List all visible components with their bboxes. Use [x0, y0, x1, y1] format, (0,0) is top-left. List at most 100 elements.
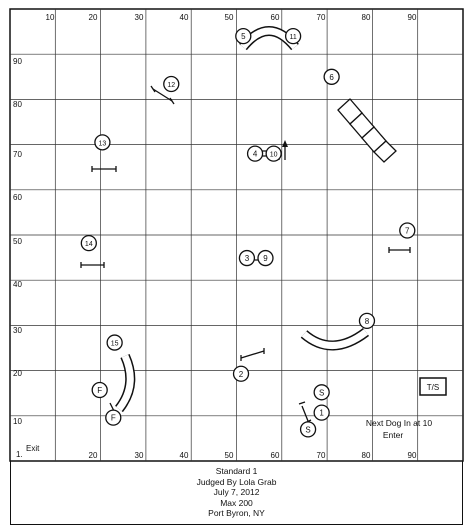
- finish-marker-circle: [91, 381, 108, 399]
- ramp-obstacle: [337, 98, 397, 163]
- obstacle-marker-5: 5: [235, 27, 252, 45]
- start-marker-S: S: [299, 421, 317, 438]
- obstacle-marker-4: 4: [246, 145, 264, 162]
- obstacle-marker-circle: [238, 249, 256, 267]
- top-axis-label: 70: [317, 13, 326, 22]
- obstacle-marker-circle: [313, 404, 330, 421]
- obstacle-marker-1: 1: [313, 404, 330, 421]
- obstacle-marker-number: 10: [270, 152, 278, 159]
- obstacle-marker-8: 8: [358, 312, 376, 330]
- start-marker-number: S: [305, 425, 310, 434]
- event-date: July 7, 2012: [213, 487, 260, 498]
- top-axis-label: 80: [362, 13, 371, 22]
- obstacle-marker-10: 10: [265, 145, 282, 162]
- start-marker-number: S: [319, 388, 324, 397]
- top-axis-label: 10: [46, 13, 55, 22]
- obstacle-marker-circle: [399, 222, 416, 239]
- bottom-axis-label: 40: [180, 451, 189, 460]
- obstacle-marker-circle: [358, 312, 376, 330]
- finish-marker-F: F: [105, 409, 122, 426]
- bottom-axis-label: 60: [271, 451, 280, 460]
- obstacle-marker-number: 2: [239, 370, 244, 379]
- top-axis-label: 50: [225, 13, 234, 22]
- top-axis-label: 40: [180, 13, 189, 22]
- obstacle-marker-circle: [232, 365, 250, 382]
- left-axis-label: 90: [13, 57, 22, 66]
- finish-marker-circle: [105, 409, 122, 426]
- obstacle-marker-circle: [323, 68, 340, 85]
- top-axis-label: 30: [135, 13, 144, 22]
- obstacle-marker-circle: [80, 234, 97, 252]
- obstacle-marker-2: 2: [232, 365, 250, 382]
- obstacle-marker-number: 1: [319, 409, 324, 418]
- top-axis: 10 20 30 40 50 60 70 80 90: [46, 13, 417, 22]
- bottom-axis: 20 30 40 50 60 70 80 90: [89, 451, 417, 460]
- bottom-axis-label: 90: [408, 451, 417, 460]
- start-marker-circle: [299, 421, 317, 438]
- obstacle-marker-circle: [265, 145, 282, 162]
- obstacle-marker-9: 9: [257, 249, 274, 267]
- start-marker-S: S: [313, 384, 330, 401]
- obstacle-marker-15: 15: [106, 334, 123, 351]
- left-axis: 90 80 70 60 50 40 30 20 10: [13, 57, 22, 426]
- grid-lines: [10, 9, 463, 461]
- obstacle-marker-6: 6: [323, 68, 340, 85]
- left-axis-label: 10: [13, 417, 22, 426]
- bottom-axis-label: 80: [362, 451, 371, 460]
- start-marker-circle: [313, 384, 330, 401]
- judge-name: Judged By Lola Grab: [196, 476, 277, 487]
- obstacle-marker-circle: [94, 134, 111, 151]
- exit-label: Exit: [26, 444, 40, 453]
- left-axis-label: 20: [13, 369, 22, 378]
- left-tunnel-fill: [116, 354, 134, 412]
- left-axis-label: 50: [13, 237, 22, 246]
- obstacle-marker-circle: [163, 75, 180, 93]
- obstacle-marker-circle: [106, 334, 123, 351]
- obstacle-marker-number: 9: [263, 254, 268, 263]
- corner-label: 1.: [16, 450, 23, 459]
- obstacle-marker-number: 4: [253, 150, 258, 159]
- obstacle-marker-14: 14: [80, 234, 97, 252]
- obstacle-marker-circle: [257, 249, 274, 267]
- course-class: Standard 1: [215, 466, 258, 477]
- bottom-axis-label: 70: [317, 451, 326, 460]
- arrow-icon: [282, 140, 288, 147]
- obstacle-marker-number: 7: [405, 226, 410, 235]
- start-label: T/S: [427, 383, 439, 392]
- obstacle-marker-number: 14: [85, 241, 93, 248]
- bottom-axis-label: 50: [225, 451, 234, 460]
- event-location: Port Byron, NY: [208, 508, 265, 519]
- top-axis-label: 60: [271, 13, 280, 22]
- obstacle-marker-number: 5: [241, 32, 246, 41]
- enter-note: Enter: [383, 430, 403, 440]
- obstacle-marker-number: 11: [289, 34, 296, 41]
- obstacle-marker-12: 12: [163, 75, 180, 93]
- left-axis-label: 40: [13, 280, 22, 289]
- left-axis-label: 80: [13, 100, 22, 109]
- obstacle-marker-7: 7: [399, 222, 416, 239]
- obstacle-marker-number: 13: [99, 140, 107, 147]
- obstacle-marker-13: 13: [94, 134, 111, 151]
- left-axis-label: 30: [13, 326, 22, 335]
- middle-right-tunnel-fill: [301, 329, 369, 349]
- obstacle-marker-number: 15: [111, 341, 119, 348]
- left-axis-label: 70: [13, 150, 22, 159]
- obstacle-marker-circle: [235, 27, 252, 45]
- max-points: Max 200: [220, 497, 253, 508]
- obstacle-marker-circle: [284, 27, 302, 45]
- finish-marker-number: F: [97, 386, 102, 395]
- next-dog-note: Next Dog In at 10: [366, 418, 432, 428]
- bottom-axis-label: 20: [89, 451, 98, 460]
- start-box: [419, 377, 447, 396]
- bottom-axis-label: 30: [135, 451, 144, 460]
- top-axis-label: 20: [89, 13, 98, 22]
- finish-marker-number: F: [111, 414, 116, 423]
- top-axis-label: 90: [408, 13, 417, 22]
- obstacle-marker-number: 3: [245, 254, 250, 263]
- course-info: Standard 1 Judged By Lola Grab July 7, 2…: [10, 461, 463, 525]
- obstacle-marker-circle: [246, 145, 264, 162]
- obstacle-marker-number: 6: [329, 73, 334, 82]
- obstacle-marker-number: 8: [365, 317, 370, 326]
